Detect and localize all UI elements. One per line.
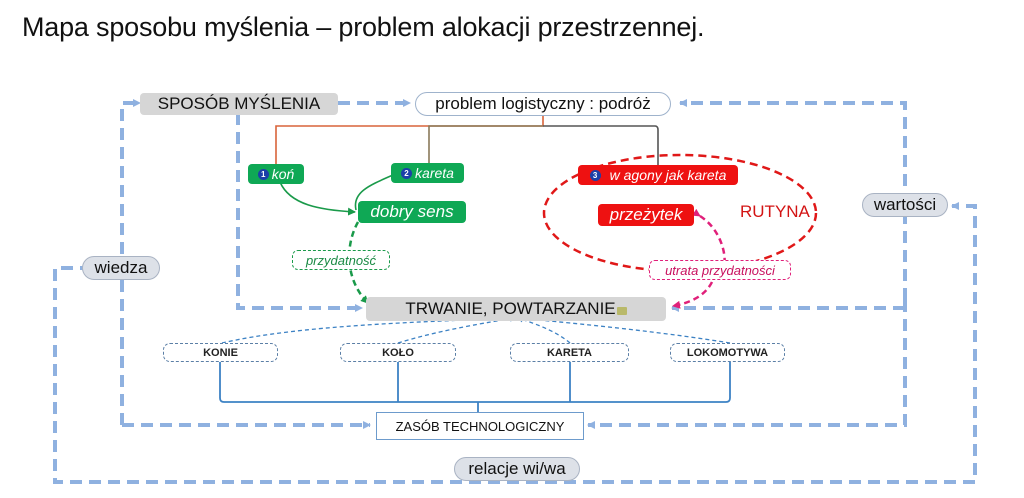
- node-label: TRWANIE, POWTARZANIE: [405, 299, 616, 318]
- link-utrata-down: [672, 281, 714, 309]
- link-konie-trwanie: [221, 315, 516, 344]
- flow-right-to-zasob: [587, 300, 907, 429]
- node-wagony[interactable]: 3 w agony jak kareta: [578, 165, 738, 185]
- node-przezytek[interactable]: przeżytek: [598, 204, 694, 226]
- label-rutyna: RUTYNA: [740, 202, 810, 221]
- note-edit-icon[interactable]: [616, 307, 627, 315]
- node-trwanie-powtarzanie[interactable]: TRWANIE, POWTARZANIE: [366, 297, 666, 321]
- tree-branch-kareta: [428, 125, 543, 168]
- link-kon-dobry-sens: [279, 181, 356, 216]
- link-lokomotywa-trwanie: [517, 315, 731, 344]
- link-kareta-dobry-sens: [354, 174, 394, 211]
- node-label: przeżytek: [609, 205, 683, 224]
- tree-branch-wagony: [543, 125, 659, 168]
- flow-left-to-sposob: [120, 99, 141, 425]
- node-label: kareta: [415, 165, 454, 181]
- node-dobry-sens[interactable]: dobry sens: [358, 201, 466, 223]
- node-kareta-resource[interactable]: KARETA: [510, 343, 629, 362]
- node-label: wartości: [873, 195, 937, 214]
- number-badge-icon: 3: [589, 169, 601, 181]
- node-label: przydatność: [305, 252, 377, 268]
- node-problem-logistyczny[interactable]: problem logistyczny : podróż: [415, 92, 671, 116]
- node-label: wiedza: [94, 258, 148, 277]
- node-zasob-technologiczny[interactable]: ZASÓB TECHNOLOGICZNY: [376, 412, 584, 440]
- flow-outer-wiedza: [53, 202, 977, 484]
- node-label: SPOSÓB MYŚLENIA: [157, 94, 321, 113]
- flow-sposob-to-trwanie: [236, 113, 363, 312]
- node-sposob-myslenia[interactable]: SPOSÓB MYŚLENIA: [140, 93, 338, 115]
- node-wiedza[interactable]: wiedza: [82, 256, 160, 280]
- tree-branch-orange: [275, 115, 544, 168]
- node-label: KARETA: [546, 346, 592, 359]
- flow-right-to-problem: [679, 99, 907, 300]
- node-label: KONIE: [203, 346, 238, 359]
- node-label: utrata przydatności: [665, 262, 775, 278]
- node-kolo[interactable]: KOŁO: [340, 343, 456, 362]
- label-utrata-przydatnosci: utrata przydatności: [649, 260, 791, 280]
- node-konie[interactable]: KONIE: [163, 343, 278, 362]
- node-label: KOŁO: [382, 346, 414, 359]
- page-title: Mapa sposobu myślenia – problem alokacji…: [22, 12, 705, 42]
- node-relacje[interactable]: relacje wi/wa: [454, 457, 580, 481]
- node-label: LOKOMOTYWA: [686, 346, 769, 359]
- tree-konie: [219, 362, 731, 403]
- node-label: dobry sens: [370, 202, 454, 221]
- node-label: relacje wi/wa: [468, 459, 566, 478]
- number-badge-icon: 2: [401, 167, 413, 179]
- node-label: w agony jak kareta: [609, 167, 727, 183]
- node-lokomotywa[interactable]: LOKOMOTYWA: [670, 343, 785, 362]
- node-label: ZASÓB TECHNOLOGICZNY: [395, 418, 565, 434]
- node-label: koń: [271, 166, 295, 182]
- label-przydatnosc: przydatność: [292, 250, 390, 270]
- link-kareta-trwanie: [517, 316, 571, 344]
- link-kolo-trwanie: [397, 315, 516, 344]
- node-wartosci[interactable]: wartości: [862, 193, 948, 217]
- number-badge-icon: 1: [257, 168, 269, 180]
- node-label: problem logistyczny : podróż: [435, 94, 651, 113]
